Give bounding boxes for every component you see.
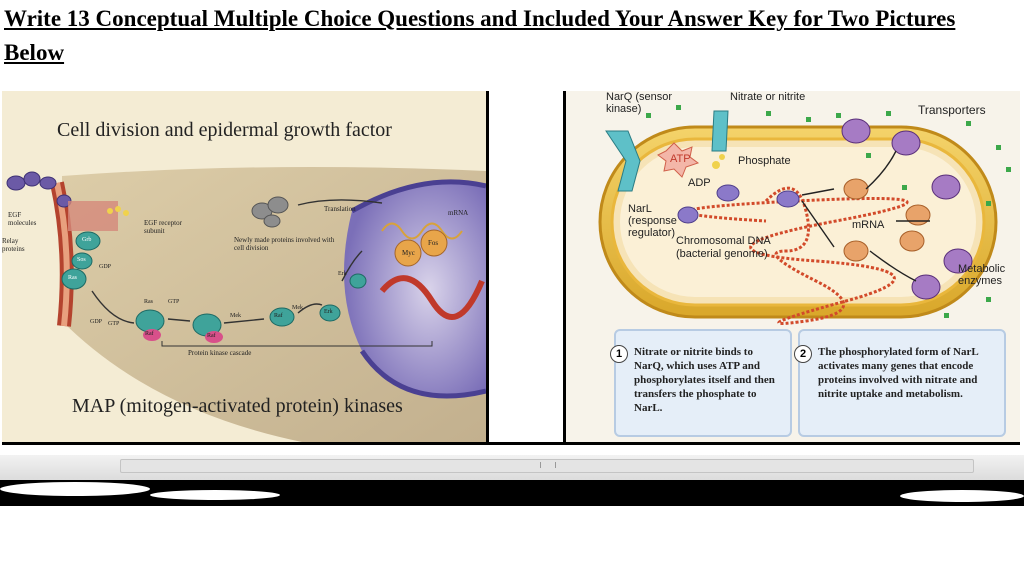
step-2-box bbox=[798, 329, 1006, 437]
label-sos: Sos bbox=[77, 257, 86, 263]
label-mek-2: Mek bbox=[292, 305, 303, 311]
label-ras: Ras bbox=[68, 275, 77, 281]
label-myc: Myc bbox=[402, 249, 415, 257]
label-mrna-right: mRNA bbox=[852, 219, 885, 231]
label-transporters: Transporters bbox=[918, 103, 986, 117]
label-mrna: mRNA bbox=[448, 209, 469, 217]
white-smudge-3 bbox=[900, 490, 1024, 502]
step-1-number: 1 bbox=[610, 345, 628, 363]
label-relay-proteins: Relay proteins bbox=[2, 237, 25, 253]
white-smudge bbox=[0, 482, 150, 496]
bottom-rule bbox=[2, 442, 1020, 445]
divider-left bbox=[486, 91, 489, 442]
narq-figure: NarQ (sensor kinase) Nitrate or nitrite … bbox=[566, 91, 1020, 442]
label-grb: Grb bbox=[82, 237, 92, 243]
label-gtp: GTP bbox=[168, 299, 180, 305]
label-gdp-2: GDP bbox=[90, 319, 103, 325]
step-1-text: Nitrate or nitrite binds to NarQ, which … bbox=[634, 346, 775, 414]
label-chromosomal-dna: Chromosomal DNA (bacterial genome) bbox=[676, 235, 771, 260]
step-2-text: The phosphorylated form of NarL activate… bbox=[818, 346, 979, 400]
label-erk: Erk bbox=[324, 309, 333, 315]
label-phosphate: Phosphate bbox=[738, 155, 791, 167]
step-2-number: 2 bbox=[794, 345, 812, 363]
label-nitrate: Nitrate or nitrite bbox=[730, 91, 806, 103]
label-raf-2: Raf bbox=[207, 333, 216, 339]
label-raf-3: Raf bbox=[274, 313, 283, 319]
left-heading: Cell division and epidermal growth facto… bbox=[57, 119, 392, 141]
label-narl: NarL (response regulator) bbox=[628, 203, 677, 239]
label-raf: Raf bbox=[145, 331, 154, 337]
egf-figure: Cell division and epidermal growth facto… bbox=[2, 91, 486, 442]
label-erk-2: Erk bbox=[338, 271, 347, 277]
left-caption: MAP (mitogen-activated protein) kinases bbox=[72, 395, 403, 417]
bacterium-illustration bbox=[598, 105, 1011, 325]
divider-right bbox=[563, 91, 566, 442]
page-title: Write 13 Conceptual Multiple Choice Ques… bbox=[4, 6, 956, 65]
label-atp: ATP bbox=[670, 153, 691, 165]
label-fos: Fos bbox=[428, 239, 439, 247]
scrollbar-grip-icon[interactable] bbox=[540, 462, 556, 468]
egf-illustration bbox=[6, 167, 486, 442]
label-narq: NarQ (sensor kinase) bbox=[606, 91, 673, 115]
label-adp: ADP bbox=[688, 177, 711, 189]
label-protein-kinase-cascade: Protein kinase cascade bbox=[188, 349, 252, 357]
label-mek: Mek bbox=[230, 313, 241, 319]
label-metabolic-enzymes: Metabolic enzymes bbox=[958, 263, 1006, 287]
step-1-box bbox=[614, 329, 792, 437]
label-newly-made-proteins: Newly made proteins involved with cell d… bbox=[234, 236, 335, 252]
label-translation: Translation bbox=[324, 205, 356, 213]
label-gtp-2: GTP bbox=[108, 321, 120, 327]
label-ras-2: Ras bbox=[144, 299, 153, 305]
scrollbar-track[interactable] bbox=[120, 459, 974, 473]
label-gdp: GDP bbox=[99, 264, 112, 270]
white-smudge-2 bbox=[150, 490, 280, 500]
label-egf-molecules: EGF molecules bbox=[8, 211, 37, 227]
label-egf-receptor: EGF receptor subunit bbox=[144, 219, 182, 235]
